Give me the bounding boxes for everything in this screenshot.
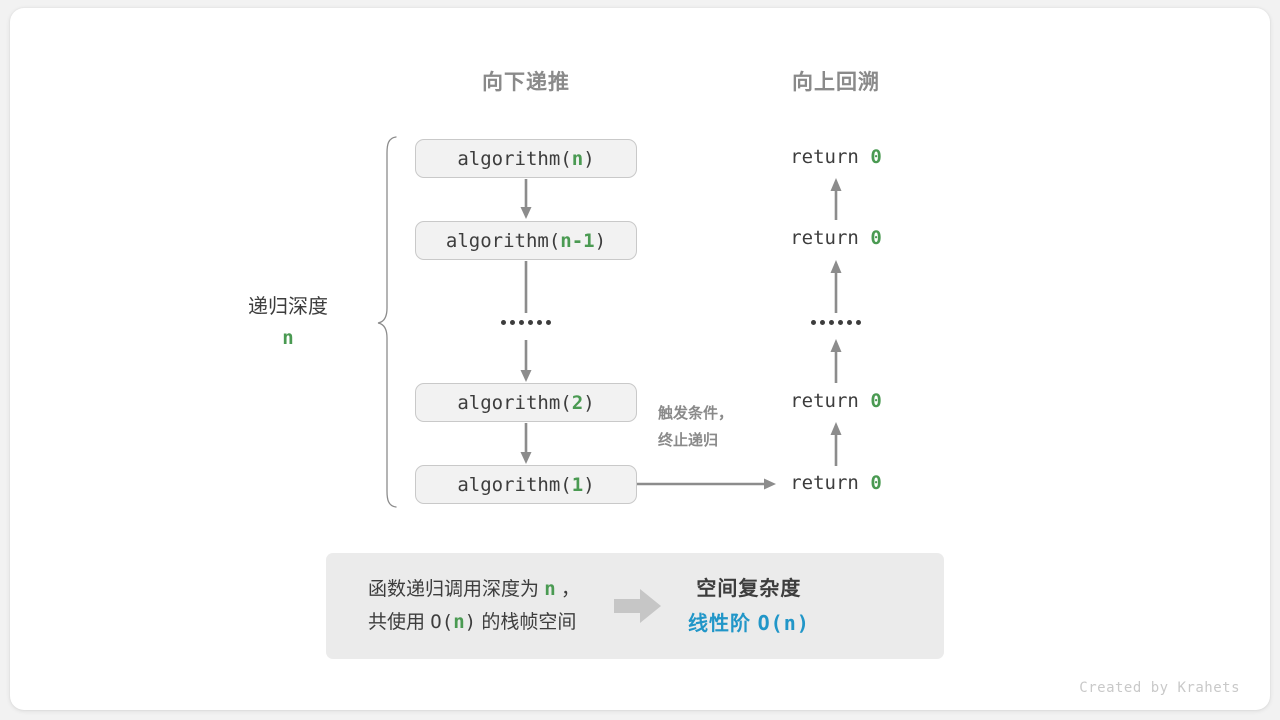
diagram-stage: 向下递推 向上回溯 algorithm(n) algorithm(n-1)	[10, 8, 1270, 710]
termination-note-line-2: 终止递归	[658, 432, 719, 449]
call-box-argument: n	[571, 147, 584, 170]
return-statement-2: return 0	[790, 227, 882, 249]
connector-arrow-up-2	[828, 260, 844, 313]
return-keyword: return	[790, 227, 859, 249]
return-keyword: return	[790, 390, 859, 412]
connector-arrow-up-1	[828, 178, 844, 220]
termination-condition-note: 触发条件， 终止递归	[658, 400, 733, 454]
call-box-argument: 2	[571, 391, 584, 414]
connector-arrow-up-4	[828, 422, 844, 466]
recursion-depth-value: n	[282, 327, 294, 349]
summary-line2-variable: n	[453, 611, 465, 633]
return-value: 0	[870, 227, 882, 249]
ellipsis-dots-right	[811, 320, 861, 325]
summary-line2-text-b: 的栈帧空间	[481, 612, 577, 633]
recursion-depth-brace	[376, 136, 398, 508]
return-statement-3: return 0	[790, 390, 882, 412]
summary-line-1: 函数递归调用深度为 n ，	[368, 573, 580, 606]
call-box-argument: n-1	[560, 229, 595, 252]
return-statement-1: return 0	[790, 146, 882, 168]
ellipsis-dots-left	[501, 320, 551, 325]
summary-description: 函数递归调用深度为 n ， 共使用 O(n) 的栈帧空间	[326, 573, 580, 639]
recursion-depth-label: 递归深度	[248, 296, 328, 318]
call-box-algorithm-n: algorithm(n)	[415, 139, 637, 178]
complexity-name: 线性阶	[688, 612, 752, 635]
call-box-algorithm-1: algorithm(1)	[415, 465, 637, 504]
summary-line-2: 共使用 O(n) 的栈帧空间	[368, 606, 580, 639]
call-box-prefix: algorithm(	[457, 147, 572, 170]
call-box-prefix: algorithm(	[457, 473, 572, 496]
connector-arrow-down-1	[518, 179, 534, 220]
return-value: 0	[870, 390, 882, 412]
return-keyword: return	[790, 472, 859, 494]
summary-line1-variable: n	[544, 578, 556, 600]
connector-arrow-down-4	[518, 423, 534, 465]
return-value: 0	[870, 472, 882, 494]
summary-line1-text-b: ，	[561, 579, 581, 600]
connector-arrow-base-case	[637, 477, 777, 491]
call-box-suffix: )	[583, 391, 595, 414]
connector-arrow-up-3	[828, 339, 844, 383]
termination-note-line-1: 触发条件，	[658, 405, 734, 422]
summary-implies-arrow-icon	[614, 589, 662, 623]
call-box-suffix: )	[583, 147, 595, 170]
summary-panel: 函数递归调用深度为 n ， 共使用 O(n) 的栈帧空间 空间复杂度 线性	[326, 553, 944, 659]
summary-line2-bigo-close: )	[464, 611, 477, 633]
call-box-prefix: algorithm(	[457, 391, 572, 414]
call-box-suffix: )	[583, 473, 595, 496]
call-box-algorithm-n-minus-1: algorithm(n-1)	[415, 221, 637, 260]
diagram-card: 向下递推 向上回溯 algorithm(n) algorithm(n-1)	[10, 8, 1270, 710]
summary-line1-text-a: 函数递归调用深度为	[368, 579, 540, 600]
call-box-argument: 1	[571, 473, 584, 496]
summary-conclusion-complexity: 线性阶 O(n)	[688, 606, 810, 641]
connector-arrow-down-3	[518, 340, 534, 383]
return-keyword: return	[790, 146, 859, 168]
connector-line-down-2	[518, 261, 534, 313]
summary-conclusion: 空间复杂度 线性阶 O(n)	[688, 572, 810, 641]
summary-conclusion-title: 空间复杂度	[696, 577, 802, 600]
summary-line2-bigo-open: O(	[430, 611, 454, 633]
call-box-suffix: )	[594, 229, 607, 252]
complexity-notation: O(n)	[757, 610, 810, 635]
column-header-upward-backtracking: 向上回溯	[792, 71, 880, 94]
call-box-prefix: algorithm(	[445, 229, 561, 252]
call-box-algorithm-2: algorithm(2)	[415, 383, 637, 422]
credit-label: Created by Krahets	[1079, 680, 1240, 696]
column-header-downward-recursion: 向下递推	[482, 71, 570, 94]
summary-line2-text-a: 共使用	[368, 612, 426, 633]
return-statement-4: return 0	[790, 472, 882, 494]
return-value: 0	[870, 146, 882, 168]
